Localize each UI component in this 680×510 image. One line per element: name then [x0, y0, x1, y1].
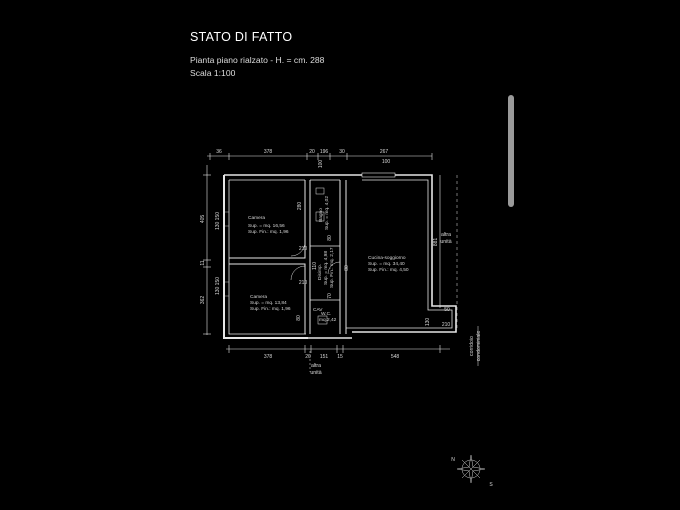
- drawing-title: STATO DI FATTO: [190, 30, 293, 44]
- dim-c: 70: [327, 293, 333, 299]
- room-camera1-sup: Sup. = mq. 16,56: [248, 223, 285, 229]
- dim-top-5: 30: [339, 149, 345, 155]
- scrollbar[interactable]: [508, 95, 514, 207]
- wall-camera1: [229, 180, 306, 259]
- room-cucina-fin: Sup. Fin.: mq. 4,50: [368, 267, 409, 273]
- label-corridor-2: condominiale: [476, 331, 482, 362]
- dim-a: 110: [312, 262, 318, 270]
- dim-top-3: 20: [309, 149, 315, 155]
- dim-left-3: 362: [200, 296, 206, 305]
- room-camera2-fin: Sup. Fin.: mq. 1,96: [250, 306, 291, 312]
- room-camera1-fin: Sup. Fin.: mq. 1,96: [248, 229, 289, 235]
- window-top: [361, 172, 396, 178]
- dim-g: 80: [296, 315, 302, 321]
- dim-ticks-bottom: [228, 345, 441, 353]
- compass-icon: [456, 454, 486, 484]
- dim-i: 50: [444, 307, 450, 313]
- wall-camera2: [229, 263, 306, 334]
- label-altra-right-1: altra: [441, 232, 451, 238]
- dim-ticks-top: [209, 153, 433, 160]
- dim-right: 881: [433, 238, 439, 247]
- dim-ticks-left: [203, 174, 211, 335]
- sink-bagno: [315, 187, 325, 195]
- outer-wall-inner: [228, 180, 306, 335]
- room-bagno-name: Bagno: [318, 208, 324, 222]
- dim-h: 100: [318, 160, 324, 169]
- outer-wall-left: [223, 175, 308, 339]
- room-cucina-name: Cucina-soggiorno: [368, 255, 406, 261]
- dim-bottom-4: 15: [337, 354, 343, 360]
- room-cav-label: CAV: [313, 307, 323, 313]
- dim-window-upper: 130 150: [215, 212, 221, 230]
- compass-s: S: [489, 482, 493, 488]
- dim-d: 80: [344, 265, 350, 271]
- dim-bottom-3: 151: [320, 354, 329, 360]
- dim-f: 210: [442, 322, 451, 328]
- dim-b: 80: [327, 235, 333, 241]
- label-altra-right-2: unità: [440, 239, 451, 245]
- dim-bottom-1: 378: [264, 354, 273, 360]
- door-camera2: [290, 265, 306, 281]
- dim-e: 210: [299, 280, 308, 286]
- room-cucina-sup: Sup. = mq. 34,40: [368, 261, 405, 267]
- dim-door-h: 210: [299, 246, 308, 252]
- room-wc-sup: mq.2,42: [319, 317, 337, 323]
- dim-window-lower: 130 150: [215, 277, 221, 295]
- walls-central: [309, 180, 347, 334]
- walls-bath: [310, 245, 340, 301]
- drawing-subtitle: Pianta piano rialzato - H. = cm. 288: [190, 55, 325, 65]
- dim-top-2: 378: [264, 149, 273, 155]
- room-camera2-name: Camera: [250, 294, 267, 300]
- outer-wall-right: [224, 174, 457, 333]
- label-altra-bottom-2: unità: [310, 370, 321, 376]
- room-camera1-name: Camera: [248, 215, 265, 221]
- dim-bottom-5: 548: [391, 354, 400, 360]
- inner-wall-line: [229, 179, 453, 329]
- wall-hatch: [224, 211, 229, 297]
- door-kitchen: [327, 261, 341, 275]
- toilet-bagno: [315, 211, 325, 222]
- dim-left-1: 405: [200, 215, 206, 224]
- dim-right-low: 130: [425, 318, 431, 327]
- compass-n: N: [451, 457, 455, 463]
- label-altra-bottom-1: altra: [311, 363, 321, 369]
- room-wc-name: W.C.: [321, 311, 331, 317]
- dim-top-4: 196: [320, 149, 329, 155]
- room-disimp-name: Disimp.: [317, 264, 323, 280]
- dim-top-6: 267: [380, 149, 389, 155]
- room-bagno-sup: Sup. = mq. 4,02: [324, 196, 330, 230]
- dim-j: 280: [297, 202, 303, 211]
- toilet-wc: [317, 315, 328, 325]
- dim-top-door: 100: [382, 159, 391, 165]
- label-corridor-1: corridoio: [469, 336, 475, 356]
- drawing-scale: Scala 1:100: [190, 68, 236, 78]
- dim-bottom-2: 20: [305, 354, 311, 360]
- room-camera2-sup: Sup. = mq. 13,84: [250, 300, 287, 306]
- room-disimp-fin: Sup. Fin.: mq. 2,17: [329, 247, 335, 288]
- door-camera1: [290, 241, 306, 257]
- dim-left-2: 11: [200, 260, 206, 265]
- dim-top-1: 36: [216, 149, 222, 155]
- room-disimp-sup: Sup. = mq. 4,98: [323, 251, 329, 285]
